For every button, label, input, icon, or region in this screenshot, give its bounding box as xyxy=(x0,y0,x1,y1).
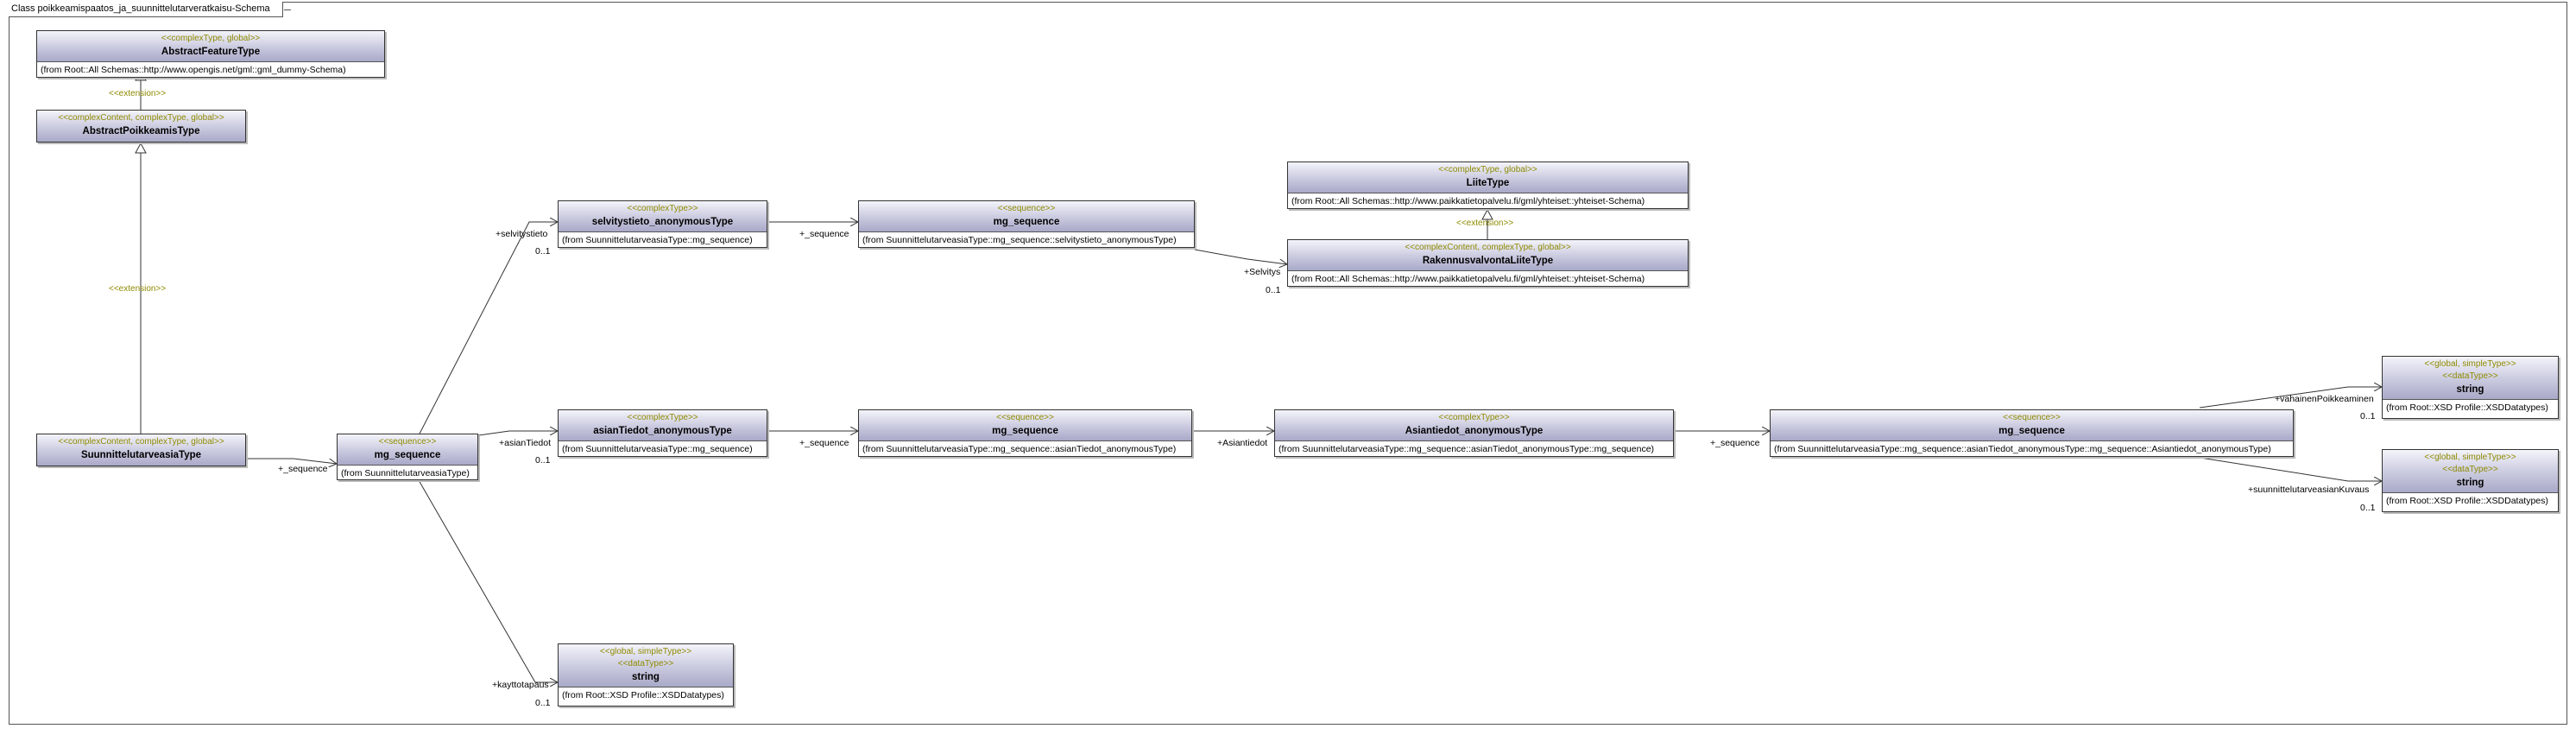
class-name: mg_sequence xyxy=(993,217,1060,227)
class-string-kuvaus[interactable]: <<global, simpleType>> <<dataType>> string… xyxy=(2382,449,2559,512)
class-origin: (from Root::All Schemas::http://www.paik… xyxy=(1291,274,1645,284)
stereotype: <<complexType>> xyxy=(1438,413,1510,422)
association-line[interactable] xyxy=(2199,387,2382,409)
class-origin: (from SuunnittelutarveasiaType::mg_seque… xyxy=(862,235,1177,245)
role-label: +_sequence xyxy=(799,229,849,239)
stereotype: <<complexType>> xyxy=(627,204,698,213)
class-origin: (from SuunnittelutarveasiaType::mg_seque… xyxy=(862,444,1177,454)
class-asiantiedot-anonymous-type[interactable]: <<complexType>> asianTiedot_anonymousType… xyxy=(558,409,767,457)
stereotype-datatype: <<dataType>> xyxy=(617,659,674,668)
role-label: +_sequence xyxy=(278,464,328,474)
stereotype: <<global, simpleType>> xyxy=(2424,453,2516,462)
stereotype: <<sequence>> xyxy=(2003,413,2061,422)
stereotype-datatype: <<dataType>> xyxy=(2442,371,2498,381)
association-line[interactable] xyxy=(418,479,558,682)
role-label: +vahainenPoikkeaminen xyxy=(2275,394,2374,404)
class-name: Asiantiedot_anonymousType xyxy=(1405,426,1544,436)
stereotype: <<complexType, global>> xyxy=(1438,165,1537,174)
multiplicity-label: 0..1 xyxy=(535,455,551,466)
class-name: string xyxy=(2456,384,2484,395)
association-line[interactable] xyxy=(418,222,558,436)
class-string-kayttotapaus[interactable]: <<global, simpleType>> <<dataType>> string… xyxy=(558,643,734,706)
class-name: AbstractFeatureType xyxy=(161,47,261,57)
class-name: SuunnittelutarveasiaType xyxy=(80,450,202,460)
diagram-title: Class poikkeamispaatos_ja_suunnittelutar… xyxy=(9,2,283,17)
diagram-frame xyxy=(9,2,2567,725)
multiplicity-label: 0..1 xyxy=(1266,285,1281,295)
class-string-vahainen[interactable]: <<global, simpleType>> <<dataType>> string… xyxy=(2382,356,2559,419)
class-selvitystieto-anonymous-type[interactable]: <<complexType>> selvitystieto_anonymousTy… xyxy=(558,200,767,248)
multiplicity-label: 0..1 xyxy=(535,246,551,257)
class-origin: (from SuunnittelutarveasiaType::mg_seque… xyxy=(562,444,753,454)
role-label: +asianTiedot xyxy=(499,438,552,448)
role-label: +Asiantiedot xyxy=(1217,438,1268,448)
class-name: mg_sequence xyxy=(1998,426,2065,436)
class-name: mg_sequence xyxy=(374,450,441,460)
role-label: +kayttotapaus xyxy=(492,680,549,690)
stereotype: <<sequence>> xyxy=(997,204,1056,213)
extension-label: <<extension>> xyxy=(109,89,167,98)
multiplicity-label: 0..1 xyxy=(2360,411,2376,421)
class-name: selvitystieto_anonymousType xyxy=(591,217,734,227)
multiplicity-label: 0..1 xyxy=(535,698,551,708)
stereotype: <<sequence>> xyxy=(996,413,1054,422)
multiplicity-label: 0..1 xyxy=(2360,503,2376,513)
class-name: string xyxy=(2456,478,2484,488)
class-rakennusvalvonta-liite-type[interactable]: <<complexContent, complexType, global>> R… xyxy=(1287,239,1689,287)
class-suunnittelutarveasia-type[interactable]: <<complexContent, complexType, global>> S… xyxy=(36,434,246,466)
extension-label: <<extension>> xyxy=(1456,219,1514,228)
stereotype-datatype: <<dataType>> xyxy=(2442,465,2498,474)
stereotype: <<complexContent, complexType, global>> xyxy=(1405,243,1571,252)
class-origin: (from SuunnittelutarveasiaType) xyxy=(341,468,470,478)
stereotype: <<complexContent, complexType, global>> xyxy=(58,437,224,447)
stereotype: <<sequence>> xyxy=(378,437,437,447)
stereotype: <<complexType, global>> xyxy=(161,34,261,43)
stereotype: <<global, simpleType>> xyxy=(2424,359,2516,369)
class-name: RakennusvalvontaLiiteType xyxy=(1422,256,1554,266)
association-line[interactable] xyxy=(1194,249,1287,264)
class-mg-sequence-asian[interactable]: <<sequence>> mg_sequence (from Suunnittel… xyxy=(858,409,1192,457)
class-liite-type[interactable]: <<complexType, global>> LiiteType (from R… xyxy=(1287,162,1689,209)
extension-label: <<extension>> xyxy=(109,284,167,294)
role-label: +Selvitys xyxy=(1244,267,1281,277)
generalization-arrowhead xyxy=(1481,208,1493,220)
generalization-arrowhead xyxy=(135,142,147,154)
class-name: LiiteType xyxy=(1466,178,1510,188)
class-mg-sequence-root[interactable]: <<sequence>> mg_sequence (from Suunnittel… xyxy=(337,434,478,480)
role-label: +suunnittelutarveasianKuvaus xyxy=(2248,485,2370,495)
class-abstract-feature-type[interactable]: <<complexType, global>> AbstractFeatureTy… xyxy=(36,30,385,78)
class-origin: (from SuunnittelutarveasiaType::mg_seque… xyxy=(1774,444,2271,454)
class-mg-sequence-asiantiedot[interactable]: <<sequence>> mg_sequence (from Suunnittel… xyxy=(1770,409,2294,457)
class-origin: (from SuunnittelutarveasiaType::mg_seque… xyxy=(1279,444,1655,454)
class-origin: (from SuunnittelutarveasiaType::mg_seque… xyxy=(562,235,753,245)
class-abstract-poikkeamis-type[interactable]: <<complexContent, complexType, global>> A… xyxy=(36,110,246,143)
class-mg-sequence-selvitys[interactable]: <<sequence>> mg_sequence (from Suunnittel… xyxy=(858,200,1195,248)
class-name: string xyxy=(632,672,660,682)
class-name: AbstractPoikkeamisType xyxy=(82,126,200,136)
stereotype: <<complexType>> xyxy=(627,413,698,422)
association-line[interactable] xyxy=(246,458,337,464)
role-label: +selvitystieto xyxy=(496,229,548,239)
role-label: +_sequence xyxy=(1710,438,1760,448)
class-origin: (from Root::XSD Profile::XSDDatatypes) xyxy=(562,690,724,700)
class-name: mg_sequence xyxy=(992,426,1058,436)
class-asiantiedot-anon-type[interactable]: <<complexType>> Asiantiedot_anonymousType… xyxy=(1274,409,1674,457)
stereotype: <<global, simpleType>> xyxy=(599,647,692,656)
association-line[interactable] xyxy=(2183,454,2382,481)
class-origin: (from Root::All Schemas::http://www.paik… xyxy=(1291,196,1645,206)
role-label: +_sequence xyxy=(799,438,849,448)
stereotype: <<complexContent, complexType, global>> xyxy=(58,113,224,123)
class-name: asianTiedot_anonymousType xyxy=(593,426,732,436)
class-origin: (from Root::All Schemas::http://www.open… xyxy=(41,65,346,75)
class-origin: (from Root::XSD Profile::XSDDatatypes) xyxy=(2386,402,2548,413)
class-origin: (from Root::XSD Profile::XSDDatatypes) xyxy=(2386,496,2548,506)
